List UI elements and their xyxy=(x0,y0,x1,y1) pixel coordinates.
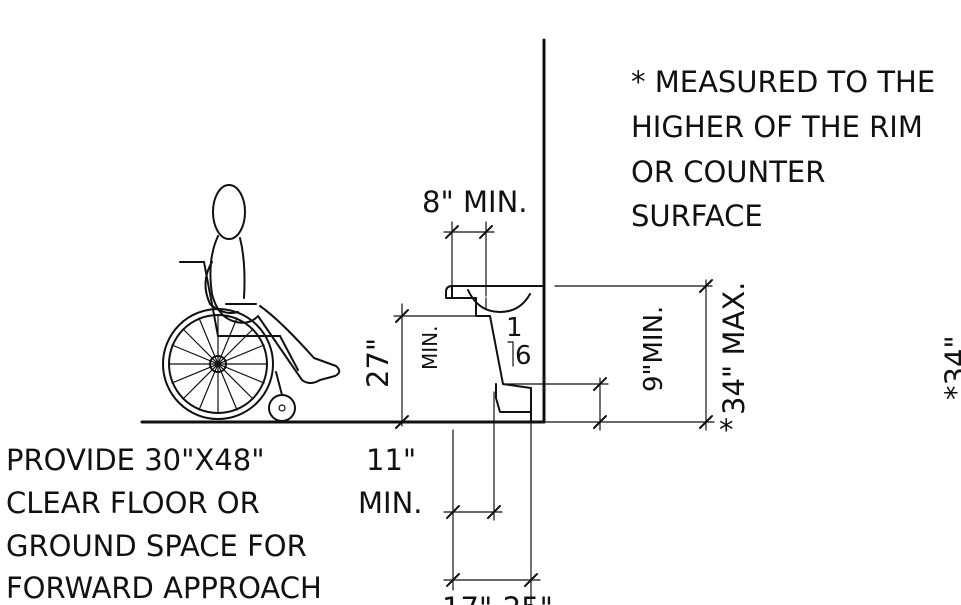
rim-height-star: * xyxy=(719,413,734,447)
depth-fraction-denominator: 6 xyxy=(515,341,532,371)
knee-height-dimension xyxy=(393,303,477,429)
toe-depth-label: 11" xyxy=(366,443,416,477)
clear-floor-note: PROVIDE 30"X48" CLEAR FLOOR OR GROUND SP… xyxy=(6,443,322,605)
toe-height-dimension xyxy=(505,377,611,431)
clear-floor-line-2: CLEAR FLOOR OR xyxy=(6,486,260,520)
cut-off-right-label: *34" xyxy=(939,335,961,400)
measured-note-line-4: SURFACE xyxy=(631,199,763,233)
knee-height-label: 27" xyxy=(361,338,395,388)
top-clear-depth-dimension xyxy=(443,221,495,297)
knee-depth-label: 17"-25" xyxy=(442,591,553,605)
clear-floor-line-4: FORWARD APPROACH xyxy=(6,571,322,605)
wheelchair-user-figure xyxy=(162,184,341,422)
depth-fraction-numerator: 1 xyxy=(506,313,523,343)
rim-height-dimension xyxy=(554,279,715,431)
measured-note-line-2: HIGHER OF THE RIM xyxy=(631,110,923,144)
toe-depth-dimension xyxy=(443,391,503,591)
rim-height-label: 34" MAX. xyxy=(717,282,751,415)
toe-height-label: 9"MIN. xyxy=(639,306,669,392)
measured-note-line-3: OR COUNTER xyxy=(631,155,825,189)
top-clear-depth-label: 8" MIN. xyxy=(422,185,528,219)
clear-floor-line-1: PROVIDE 30"X48" xyxy=(6,443,265,477)
measured-note: * MEASURED TO THE HIGHER OF THE RIM OR C… xyxy=(631,65,935,233)
lavatory-fixture xyxy=(445,285,545,423)
clear-floor-line-3: GROUND SPACE FOR xyxy=(6,529,307,563)
knee-height-min-label: MIN. xyxy=(418,326,442,370)
knee-depth-dimension xyxy=(443,421,541,605)
toe-depth-min-label: MIN. xyxy=(358,486,423,520)
measured-note-line-1: * MEASURED TO THE xyxy=(631,65,935,99)
